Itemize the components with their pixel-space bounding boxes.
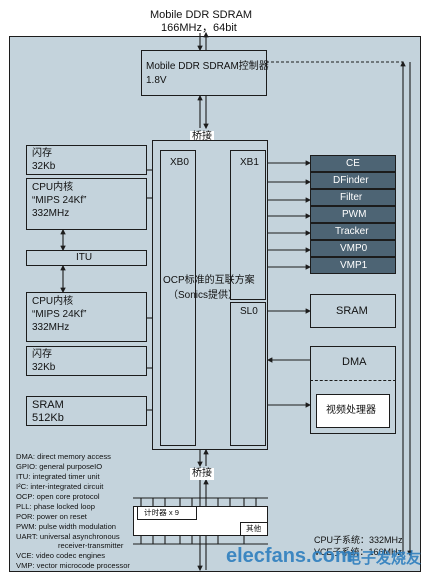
timer-label: 计时器 x 9 bbox=[144, 508, 180, 517]
cpu-core-2-block bbox=[26, 292, 147, 342]
xb0-label: XB0 bbox=[170, 157, 189, 168]
sram-left-size: 512Kb bbox=[32, 412, 64, 424]
top-label-line2: 166MHz，64bit bbox=[161, 22, 237, 34]
legend-pwm: PWM: pulse width modulation bbox=[16, 522, 117, 531]
module-ce bbox=[310, 155, 396, 172]
flash-bottom-block bbox=[26, 346, 147, 376]
itu-label: ITU bbox=[76, 252, 93, 263]
module-tracker bbox=[310, 223, 396, 240]
ddr-controller-title: Mobile DDR SDRAM控制器 bbox=[146, 61, 269, 72]
ddr-controller-voltage: 1.8V bbox=[146, 75, 167, 86]
sram-right-block bbox=[310, 294, 396, 328]
ocp-title: OCP标准的互联方案 bbox=[163, 275, 255, 286]
module-dfinder bbox=[310, 172, 396, 189]
sram-left-title: SRAM bbox=[32, 399, 64, 411]
dma-label: DMA bbox=[342, 356, 367, 368]
cpu-core-1-model: “MIPS 24Kf” bbox=[32, 195, 87, 206]
module-pwm bbox=[310, 206, 396, 223]
legend-por: POR: power on reset bbox=[16, 512, 87, 521]
module-dfinder-label: DFinder bbox=[333, 175, 369, 186]
top-label-line1: Mobile DDR SDRAM bbox=[150, 9, 253, 21]
legend-i2c: I²C: inter-integrated circuit bbox=[16, 482, 104, 491]
module-vmp0-label: VMP0 bbox=[340, 243, 368, 254]
sram-right-label: SRAM bbox=[336, 305, 368, 317]
xb1-lane bbox=[230, 150, 266, 300]
legend-vce: VCE: video codec engines bbox=[16, 551, 106, 560]
timer-block bbox=[137, 506, 197, 520]
xb1-label: XB1 bbox=[240, 157, 259, 168]
watermark-cn: 电子发烧友 bbox=[346, 550, 422, 567]
flash-top-size: 32Kb bbox=[32, 161, 56, 172]
sl0-label: SL0 bbox=[240, 306, 258, 317]
cpu-clock-label: CPU子系统：332MHz bbox=[314, 535, 403, 545]
ocp-interconnect-block bbox=[152, 140, 268, 450]
flash-top-title: 闪存 bbox=[32, 148, 52, 159]
module-ce-label: CE bbox=[346, 158, 360, 169]
module-vmp1 bbox=[310, 257, 396, 274]
xb0-lane bbox=[160, 150, 196, 446]
module-pwm-label: PWM bbox=[342, 209, 367, 220]
other-label: 其他 bbox=[246, 524, 262, 533]
other-block bbox=[240, 522, 268, 536]
flash-top-block bbox=[26, 145, 147, 175]
module-vmp1-label: VMP1 bbox=[340, 260, 368, 271]
module-filter bbox=[310, 189, 396, 206]
ddr-controller-block bbox=[141, 50, 267, 96]
legend-itu: ITU: integrated timer unit bbox=[16, 472, 100, 481]
module-filter-label: Filter bbox=[340, 192, 363, 203]
cpu-core-2-clock: 332MHz bbox=[32, 322, 70, 333]
video-processor-label: 视频处理器 bbox=[326, 405, 376, 416]
cpu-core-1-block bbox=[26, 178, 147, 230]
sl0-lane bbox=[230, 302, 266, 446]
flash-bottom-title: 闪存 bbox=[32, 349, 52, 360]
legend-ocp: OCP: open core protocol bbox=[16, 492, 100, 501]
flash-bottom-size: 32Kb bbox=[32, 362, 56, 373]
module-vmp0 bbox=[310, 240, 396, 257]
sram-left-block bbox=[26, 396, 147, 426]
itu-block bbox=[26, 250, 147, 266]
vce-clock-label: VCE子系统：166MHz bbox=[314, 547, 403, 557]
legend-vmp: VMP: vector microcode processor bbox=[16, 561, 130, 570]
cpu-core-1-clock: 332MHz bbox=[32, 208, 70, 219]
cpu-core-1-title: CPU内核 bbox=[32, 182, 74, 193]
legend-dma: DMA: direct memory access bbox=[16, 452, 111, 461]
cpu-core-2-model: “MIPS 24Kf” bbox=[32, 309, 87, 320]
legend-pll: PLL: phase locked loop bbox=[16, 502, 95, 511]
legend-uart: UART: universal asynchronous bbox=[16, 532, 120, 541]
ocp-provider: （Sonics提供） bbox=[168, 290, 239, 301]
watermark-site: elecfans.com bbox=[226, 545, 353, 567]
video-processor-block bbox=[316, 394, 390, 428]
legend-gpio: GPIO: general purposeIO bbox=[16, 462, 103, 471]
module-tracker-label: Tracker bbox=[335, 226, 369, 237]
bridge-bottom-label: 桥接 bbox=[190, 468, 214, 480]
legend-uart-cont: receiver-transmitter bbox=[58, 541, 124, 550]
cpu-core-2-title: CPU内核 bbox=[32, 296, 74, 307]
dma-divider bbox=[310, 380, 396, 381]
